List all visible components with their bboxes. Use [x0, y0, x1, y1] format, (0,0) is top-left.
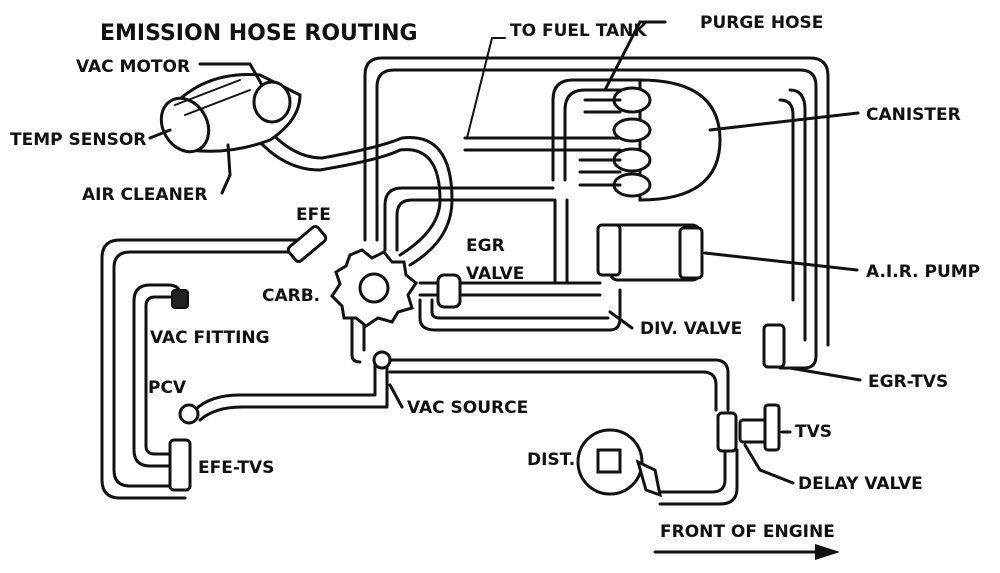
canister — [578, 78, 722, 202]
label-vac-fitting: VAC FITTING — [150, 328, 270, 348]
air-pump — [596, 223, 704, 282]
leader-lines — [148, 20, 862, 485]
egr-valve — [436, 273, 462, 309]
label-efe-tvs: EFE-TVS — [198, 458, 274, 478]
labels: VAC MOTOR TEMP SENSOR AIR CLEANER TO FUE… — [10, 13, 980, 542]
label-purge-hose: PURGE HOSE — [700, 13, 823, 33]
label-egr-tvs: EGR-TVS — [868, 372, 948, 392]
label-delay-valve: DELAY VALVE — [798, 474, 923, 494]
label-pcv: PCV — [148, 378, 187, 398]
air-cleaner — [159, 73, 302, 154]
label-vac-source: VAC SOURCE — [407, 398, 528, 418]
label-div-valve: DIV. VALVE — [640, 319, 742, 339]
label-dist: DIST. — [527, 450, 575, 470]
label-to-fuel-tank: TO FUEL TANK — [510, 21, 647, 41]
efe-tvs — [168, 438, 192, 492]
vac-fitting — [171, 289, 189, 309]
tvs — [716, 403, 781, 453]
efe-valve — [286, 225, 328, 263]
label-temp-sensor: TEMP SENSOR — [10, 130, 146, 150]
carburetor — [330, 248, 419, 328]
label-canister: CANISTER — [866, 105, 961, 125]
label-efe: EFE — [296, 205, 331, 225]
diagram-title: EMISSION HOSE ROUTING — [100, 21, 418, 46]
distributor — [576, 428, 662, 498]
egr-tvs — [762, 323, 786, 369]
label-air-cleaner: AIR CLEANER — [82, 185, 208, 205]
label-air-pump: A.I.R. PUMP — [866, 262, 980, 282]
label-egr-valve-1: EGR — [466, 236, 505, 256]
hose-network — [100, 37, 830, 506]
label-vac-motor: VAC MOTOR — [76, 57, 190, 77]
front-arrow-icon — [653, 544, 840, 560]
label-tvs: TVS — [795, 422, 832, 442]
pcv-valve — [178, 403, 200, 425]
label-carb: CARB. — [262, 286, 320, 306]
vac-source — [372, 350, 392, 370]
label-egr-valve-2: VALVE — [466, 264, 524, 284]
label-front-of-engine: FRONT OF ENGINE — [660, 522, 835, 542]
